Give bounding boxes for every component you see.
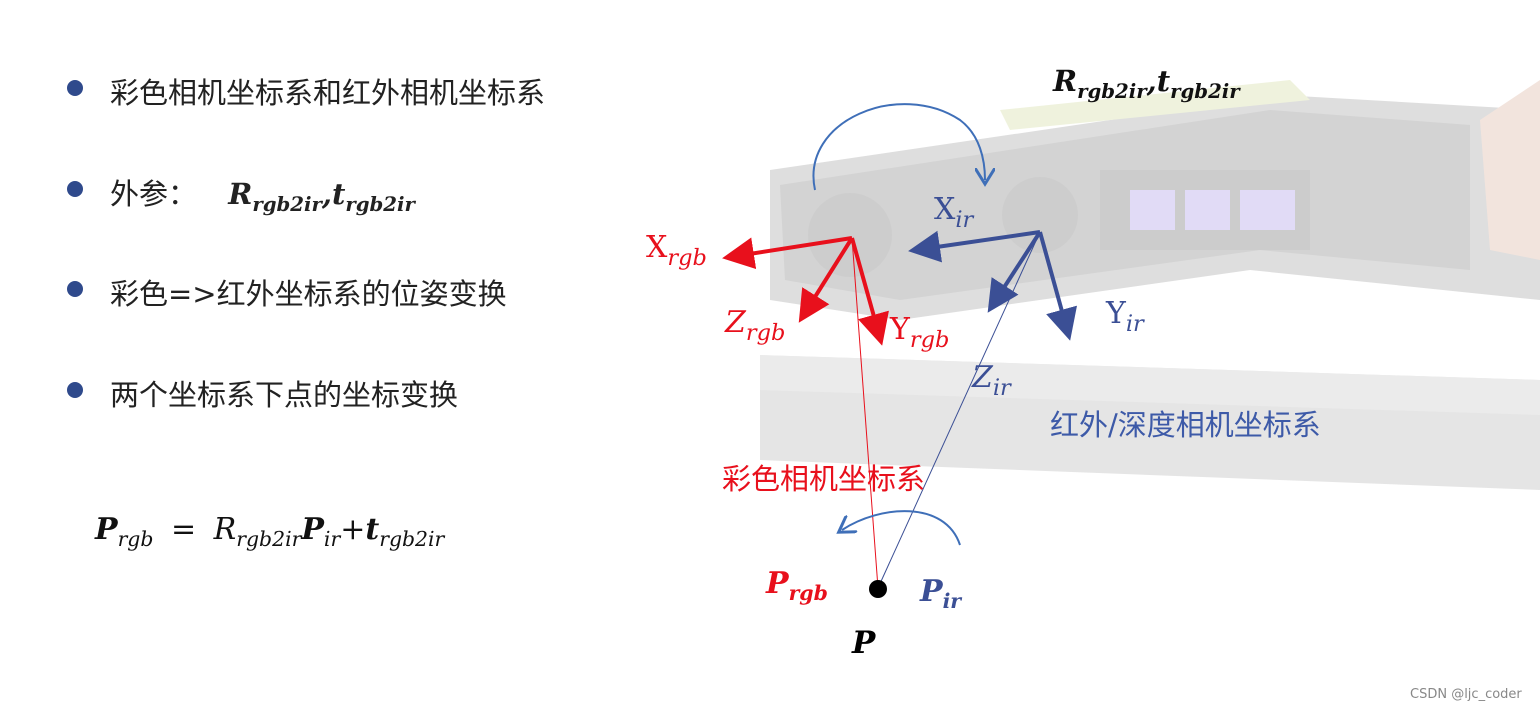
bullet-2-label: 外参： — [110, 177, 198, 211]
rgb-y-label: Yrgb — [890, 312, 950, 353]
rgb-axes — [722, 236, 889, 346]
rgb-caption: 彩色相机坐标系 — [722, 462, 926, 496]
diagram-top-label: Rrgb2ir,trgb2ir — [1053, 64, 1240, 103]
ir-x-label: Xir — [934, 192, 974, 233]
bullet-text-4: 两个坐标系下点的坐标变换 — [110, 378, 459, 412]
device-photo — [760, 80, 1540, 490]
ir-z-label: Zir — [972, 360, 1011, 401]
ir-caption: 红外/深度相机坐标系 — [1050, 408, 1321, 442]
bullet-dot-2 — [67, 181, 83, 197]
rgb-x-label: Xrgb — [646, 230, 707, 271]
bullet-text-1: 彩色相机坐标系和红外相机坐标系 — [110, 76, 546, 110]
p-ir-label: Pir — [920, 574, 962, 614]
p-rgb-label: Prgb — [766, 566, 828, 606]
bullet-text-2: 外参： Rrgb2ir,trgb2ir — [110, 171, 415, 216]
point-p-dot — [869, 580, 887, 598]
bullet-text-3: 彩色=>红外坐标系的位姿变换 — [110, 277, 507, 311]
bullet-dot-4 — [67, 382, 83, 398]
ir-axes — [908, 230, 1078, 341]
bullet-dot-3 — [67, 281, 83, 297]
ir-y-label: Yir — [1106, 296, 1144, 337]
bullet-2-math: Rrgb2ir,trgb2ir — [228, 177, 415, 216]
bullet-dot-1 — [67, 80, 83, 96]
transform-equation: Prgb = Rrgb2irPir+trgb2ir — [95, 512, 445, 552]
watermark: CSDN @ljc_coder — [1410, 687, 1522, 702]
point-p-label: P — [852, 625, 876, 661]
rgb-z-label: Zrgb — [725, 305, 786, 346]
